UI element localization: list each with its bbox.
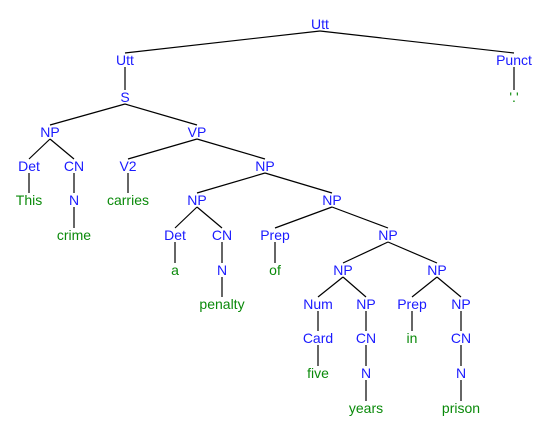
category-label: Punct [496,52,532,68]
tree-edge [387,241,438,264]
tree-edge [49,138,75,160]
word-label: of [269,262,281,278]
word-label: penalty [199,296,244,312]
word-label: in [407,330,418,346]
category-label: NP [322,192,341,208]
tree-edge [411,276,438,298]
category-label: V2 [119,158,136,174]
category-label: Num [303,296,333,312]
word-label: five [307,365,329,381]
category-label: NP [187,192,206,208]
category-label: N [69,192,79,208]
category-label: NP [427,262,446,278]
category-label: Card [303,330,333,346]
category-label: NP [255,158,274,174]
category-label: N [456,365,466,381]
category-label: NP [40,124,59,140]
tree-edge [124,30,321,54]
category-label: NP [356,296,375,312]
tree-edge [436,276,462,298]
tree-edge [174,206,198,229]
word-label: This [16,192,42,208]
category-label: S [120,89,129,105]
tree-edge [49,103,126,126]
tree-edge [319,30,515,54]
tree-edge [264,172,333,194]
category-label: VP [188,124,207,140]
tree-edge [342,241,389,264]
category-label: CN [64,158,84,174]
tree-edge [196,138,266,160]
category-label: NP [333,262,352,278]
category-label: N [217,262,227,278]
word-label: a [171,262,179,278]
tree-edge [127,138,198,160]
category-label: N [361,365,371,381]
word-label: '.' [509,89,518,105]
tree-edge [274,206,333,229]
category-label: NP [378,227,397,243]
category-label: CN [451,330,471,346]
tree-edge [317,276,344,298]
category-label: Det [164,227,186,243]
tree-edge [28,138,51,160]
tree-edge [196,206,223,229]
category-label: CN [212,227,232,243]
category-label: Utt [311,16,329,32]
category-label: Det [18,158,40,174]
word-label: carries [107,192,149,208]
category-label: Utt [116,52,134,68]
word-label: prison [442,400,480,416]
word-label: years [349,400,383,416]
tree-edge [124,103,198,126]
category-label: NP [451,296,470,312]
tree-edge [196,172,266,194]
category-label: Prep [397,296,427,312]
category-label: Prep [260,227,290,243]
word-label: crime [57,227,91,243]
tree-edge [331,206,389,229]
tree-edge [342,276,367,298]
category-label: CN [356,330,376,346]
tree-edges [28,30,515,401]
